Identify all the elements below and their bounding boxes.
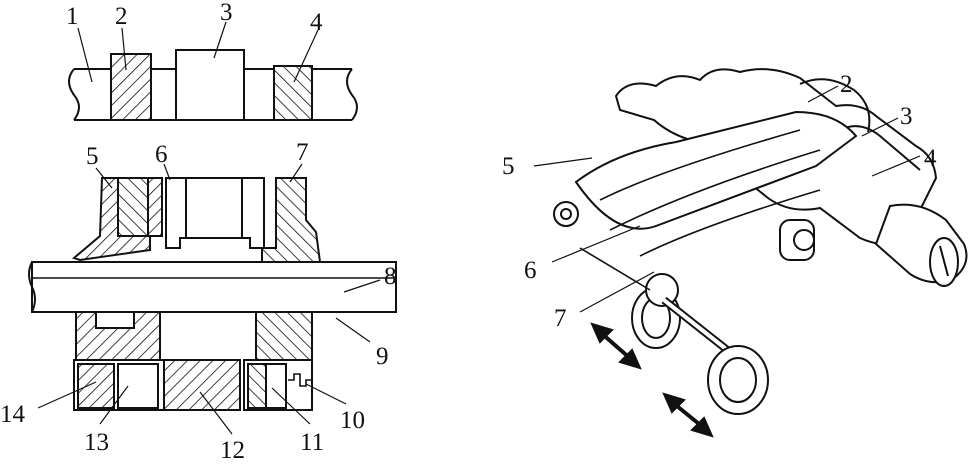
gear-2-section <box>110 53 152 121</box>
left-label-5: 5 <box>86 143 99 170</box>
rocker-arm-assembly <box>553 110 858 261</box>
left-label-8: 8 <box>384 263 397 290</box>
left-label-14: 14 <box>0 401 25 428</box>
gear-4-section <box>273 65 313 121</box>
right-perspective-diagram <box>533 68 968 438</box>
left-label-4: 4 <box>310 9 323 36</box>
left-label-7: 7 <box>296 139 309 166</box>
left-label-12: 12 <box>220 437 245 464</box>
hub-right <box>255 311 313 361</box>
right-label-7: 7 <box>554 305 567 332</box>
gear-12 <box>163 359 241 411</box>
leader-lines <box>37 21 381 435</box>
right-leader-lines <box>533 85 921 313</box>
left-label-2: 2 <box>115 3 128 30</box>
part-11-hatched <box>247 363 267 409</box>
part-11-block <box>265 363 287 409</box>
part-13-block <box>117 363 159 409</box>
right-label-4: 4 <box>924 145 937 172</box>
right-label-3: 3 <box>900 103 913 130</box>
gear-5-inner <box>117 177 149 237</box>
right-label-5: 5 <box>502 153 515 180</box>
spring-10 <box>288 373 312 387</box>
left-label-9: 9 <box>376 343 389 370</box>
left-label-11: 11 <box>300 429 325 456</box>
left-label-10: 10 <box>340 407 365 434</box>
part-3-block <box>175 49 245 121</box>
main-shaft-8 <box>31 261 397 313</box>
part-13-hatched <box>77 363 115 409</box>
gear-7-housing <box>261 177 322 263</box>
right-label-2: 2 <box>840 71 853 98</box>
hub-left <box>75 311 161 361</box>
valve-assembly <box>579 247 769 415</box>
left-label-6: 6 <box>155 141 168 168</box>
left-label-1: 1 <box>66 3 79 30</box>
sleeve-6-window <box>185 177 243 239</box>
left-section-diagram <box>28 21 397 435</box>
motion-arrows <box>590 322 714 438</box>
left-label-13: 13 <box>84 429 109 456</box>
left-label-3: 3 <box>220 0 233 26</box>
right-label-6: 6 <box>524 257 537 284</box>
